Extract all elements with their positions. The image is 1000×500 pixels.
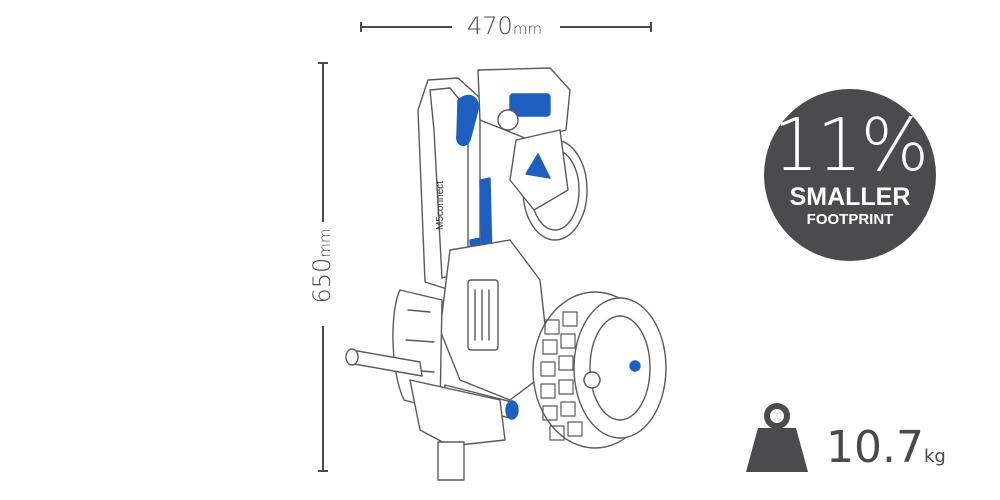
badge-line2: FOOTPRINT bbox=[806, 211, 894, 228]
badge-line1: SMALLER bbox=[789, 183, 911, 211]
width-label: 470mm bbox=[467, 12, 542, 40]
weight-value-label: 10.7kg bbox=[826, 422, 946, 473]
brand-label: M5connect bbox=[435, 181, 446, 230]
badge-percent: 11% bbox=[772, 103, 929, 187]
weight-unit: kg bbox=[923, 446, 946, 467]
width-value: 470 bbox=[467, 12, 513, 40]
weight-icon bbox=[746, 403, 808, 472]
weight-value: 10.7 bbox=[826, 422, 924, 473]
footprint-badge: 11% SMALLER FOOTPRINT bbox=[764, 89, 936, 261]
weight-info: 10.7kg bbox=[744, 400, 984, 480]
trolley-illustration: M5connect bbox=[345, 67, 667, 481]
width-unit: mm bbox=[512, 20, 543, 38]
